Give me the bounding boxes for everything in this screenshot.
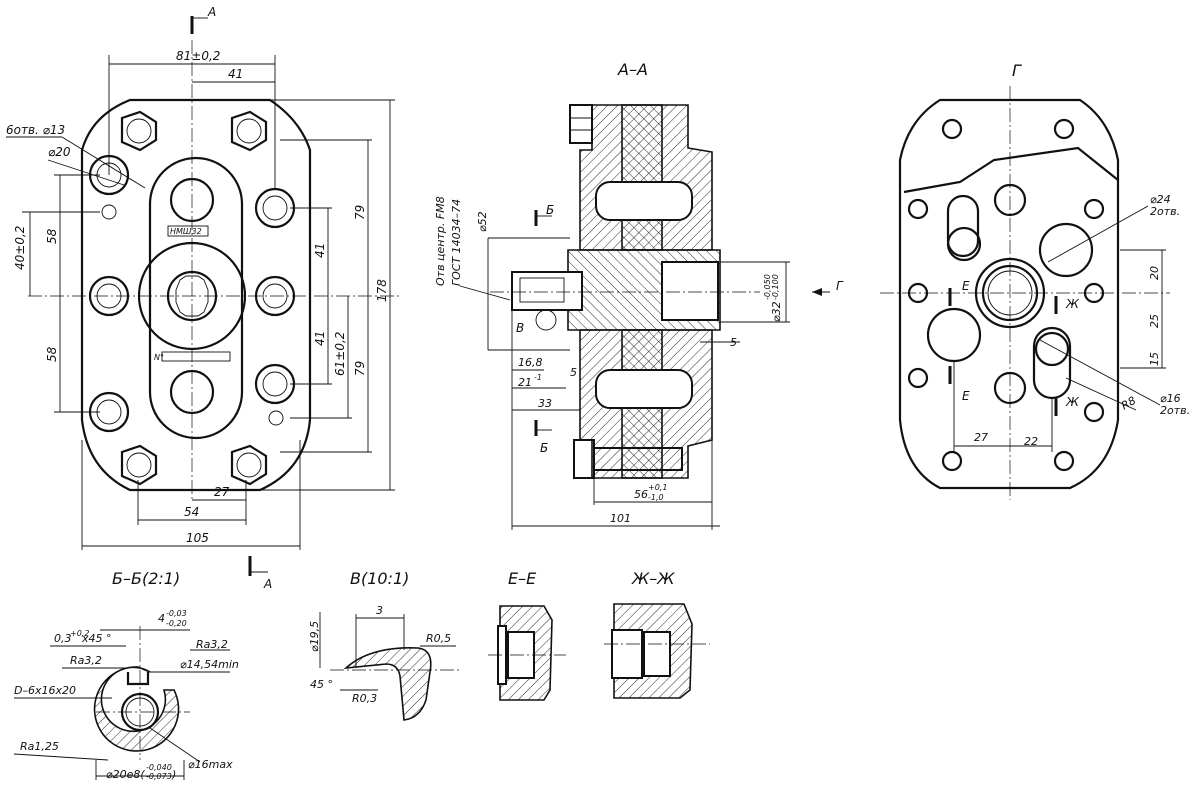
dim-79-lower: 79 (353, 361, 367, 376)
roughness-b: Ra3,2 (70, 654, 102, 667)
dim-54: 54 (184, 505, 199, 519)
dim-22-g: 22 (1024, 435, 1038, 448)
dim-r8: R8 (1119, 394, 1138, 413)
dim-52: ⌀52 (476, 211, 489, 232)
spline-note: D–6x16x20 (14, 684, 76, 697)
dim-4-tol-lower: -0,20 (166, 619, 187, 628)
dim-32: ⌀32 (770, 301, 783, 322)
mark-zh-top: Ж (1065, 297, 1080, 311)
dim-3: 3 (376, 604, 383, 617)
dim-56-tol-lower: -1,0 (648, 493, 664, 502)
note-center-hole: Отв центр. FМ8 (434, 196, 447, 286)
chamfer-tol: +0,2 (70, 629, 89, 638)
dim-20e8-tol-upper: -0,040 (146, 763, 172, 772)
dim-56: 56 (634, 488, 648, 501)
dim-4-tol-upper: -0,03 (166, 609, 187, 618)
holes-note: 6отв. ⌀13 (6, 123, 65, 137)
section-bb-title: Б–Б(2:1) (112, 569, 180, 588)
section-zhzh-title: Ж–Ж (631, 569, 675, 588)
front-view: А А (6, 5, 400, 591)
dim-101: 101 (610, 512, 631, 525)
dim-25: 25 (1148, 314, 1161, 328)
dim-16: ⌀16 (1160, 392, 1181, 405)
section-aa-title: А–А (617, 60, 648, 79)
view-g-arrow-label: Г (836, 279, 844, 293)
mark-zh-bottom: Ж (1065, 395, 1080, 409)
dim-61: 61±0,2 (333, 332, 347, 376)
dim-45: 45 ° (310, 678, 333, 691)
detail-v-title: В(10:1) (350, 569, 409, 588)
roughness-125: Ra1,25 (20, 740, 59, 753)
dim-41-top: 41 (228, 67, 243, 81)
dim-16-count: 2отв. (1160, 404, 1190, 417)
section-mark-b-top: Б (546, 203, 554, 217)
detail-v-view: В(10:1) 3 ⌀19,5 R0,5 45 ° R0,3 (308, 569, 460, 721)
section-mark-a-top: А (207, 5, 216, 19)
dim-27: 27 (214, 485, 230, 499)
dim-r05: R0,5 (426, 632, 451, 645)
dim-21-tol: -1 (534, 373, 542, 382)
dim-21: 21 (518, 376, 532, 389)
dim-178: 178 (375, 279, 389, 302)
note-gost: ГОСТ 14034–74 (450, 199, 463, 286)
dim-19-5: ⌀19,5 (308, 621, 321, 652)
dim-41-right-lower: 41 (313, 331, 327, 346)
dim-16-8: 16,8 (518, 356, 543, 369)
dim-32-tol-upper: -0,050 (763, 274, 772, 300)
dim-20e8: ⌀20e8( (106, 768, 145, 781)
dim-79-upper: 79 (353, 205, 367, 220)
dim-58-lower: 58 (45, 346, 59, 362)
dim-20: 20 (1148, 266, 1161, 280)
chamfer-angle: x45 ° (81, 632, 112, 645)
dim-24-count: 2отв. (1150, 205, 1180, 218)
mark-e-bottom: Е (962, 389, 970, 403)
dim-56-tol-upper: +0,1 (648, 483, 667, 492)
dim-27-g: 27 (974, 431, 988, 444)
mark-e-top: Е (962, 279, 970, 293)
dim-40: 40±0,2 (13, 226, 27, 270)
dim-14-54: ⌀14,54min (180, 658, 239, 671)
dim-16max: ⌀16max (188, 758, 233, 771)
dim-5-right: 5 (730, 336, 737, 349)
plate-top-text: НМШ32 (170, 227, 202, 236)
dim-81: 81±0,2 (176, 49, 220, 63)
dim-32-tol-lower: -0,100 (771, 274, 780, 300)
section-mark-b-bottom: Б (540, 441, 548, 455)
dim-24: ⌀24 (1150, 193, 1171, 206)
dim-20e8-tol-lower: -0,073 (146, 772, 172, 781)
view-g: Г Г Е Е (812, 61, 1190, 500)
dim-20e8-close: ) (171, 768, 176, 781)
section-ee-view: Е–Е (488, 569, 566, 701)
plate-bottom-text: N° (154, 353, 164, 362)
detail-v-mark: В (516, 321, 524, 335)
roughness-a: Ra3,2 (196, 638, 228, 651)
dim-15: 15 (1148, 352, 1161, 366)
dim-r03: R0,3 (352, 692, 377, 705)
section-ee-title: Е–Е (508, 569, 537, 588)
dim-41-right-upper: 41 (313, 243, 327, 258)
dim-5-left: 5 (570, 366, 577, 379)
section-bb-view: Б–Б(2:1) 4 -0,03 -0,20 0,3 +0,2 x45 ° Ra… (13, 569, 239, 781)
view-g-title: Г (1012, 61, 1022, 80)
section-aa-view: А–А Б Б Отв центр. FМ8 ГО (434, 60, 790, 530)
dim-105: 105 (186, 531, 209, 545)
dim-4: 4 (158, 612, 165, 625)
bore-note: ⌀20 (48, 145, 71, 159)
chamfer-note: 0,3 (54, 632, 72, 645)
dim-58-upper: 58 (45, 228, 59, 244)
section-zhzh-view: Ж–Ж (604, 569, 710, 699)
section-mark-a-bottom: А (263, 577, 272, 591)
dim-33: 33 (538, 397, 552, 410)
